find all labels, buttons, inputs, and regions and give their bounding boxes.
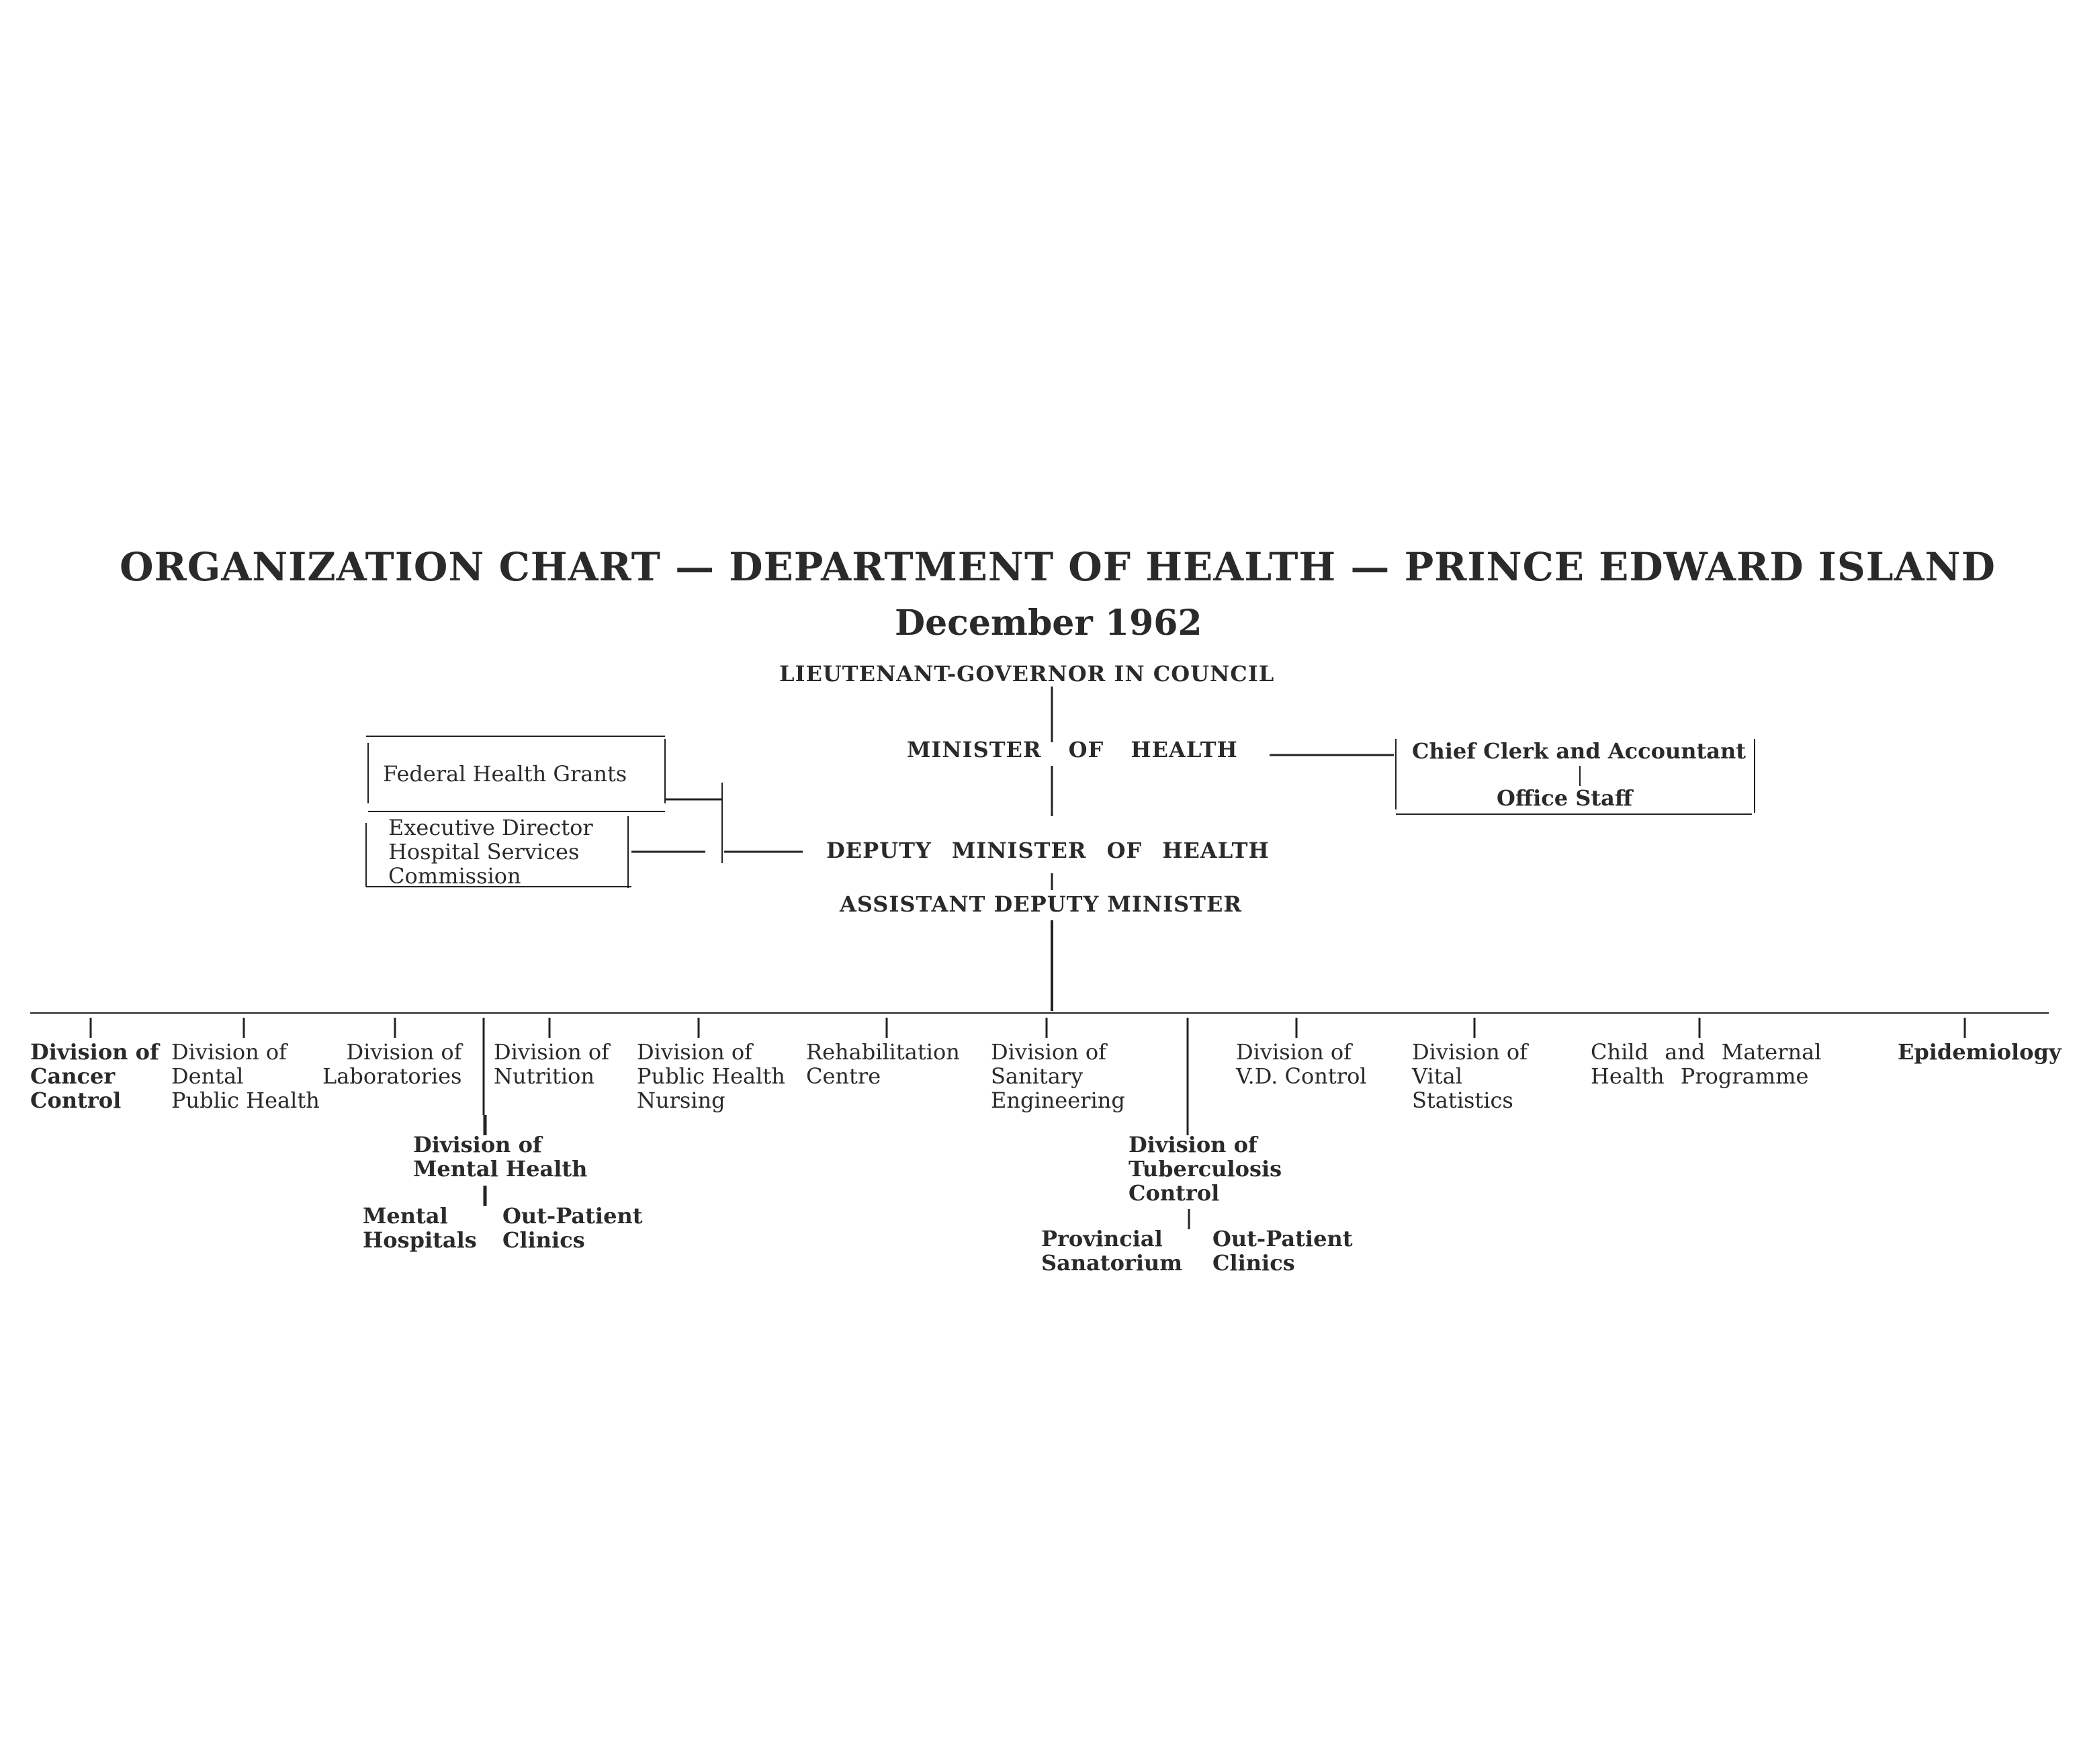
division-rehabilitation-centre: Rehabilitation Centre [806,1039,960,1089]
division-epidemiology: Epidemiology [1898,1039,2062,1065]
node-assistant: ASSISTANT DEPUTY MINISTER [840,891,1242,917]
division-vital-statistics: Division of Vital Statistics [1412,1039,1528,1113]
chart-subtitle: December 1962 [895,603,1202,644]
tb-outpatient-clinics: Out-Patient Clinics [1212,1226,1353,1276]
mental-hospitals: Mental Hospitals [363,1203,477,1253]
division-tuberculosis-control: Division of Tuberculosis Control [1129,1132,1282,1206]
node-deputy: DEPUTY MINISTER OF HEALTH [826,838,1270,863]
division-mental-health: Division of Mental Health [413,1132,588,1182]
chart-title: ORGANIZATION CHART — DEPARTMENT OF HEALT… [120,544,1996,590]
division-dental-public-health: Division of Dental Public Health [171,1039,320,1113]
division-public-health-nursing: Division of Public Health Nursing [637,1039,785,1113]
mental-outpatient-clinics: Out-Patient Clinics [502,1203,643,1253]
division-child-maternal-health: Child and Maternal Health Programme [1591,1039,1822,1089]
division-sanitary-engineering: Division of Sanitary Engineering [991,1039,1125,1113]
division-vd-control: Division of V.D. Control [1236,1039,1367,1089]
division-nutrition: Division of Nutrition [494,1039,610,1089]
division-laboratories: Division of Laboratories [322,1039,462,1089]
division-cancer-control: Division of Cancer Control [30,1039,159,1113]
provincial-sanatorium: Provincial Sanatorium [1041,1226,1183,1276]
node-federal-grants: Federal Health Grants [383,761,627,787]
node-hospital-commission: Executive Director Hospital Services Com… [388,815,593,889]
node-council: LIEUTENANT-GOVERNOR IN COUNCIL [779,661,1275,687]
node-minister: MINISTER OF HEALTH [907,737,1238,762]
node-chief-clerk: Chief Clerk and Accountant [1412,738,1747,764]
node-office-staff: Office Staff [1497,785,1633,811]
